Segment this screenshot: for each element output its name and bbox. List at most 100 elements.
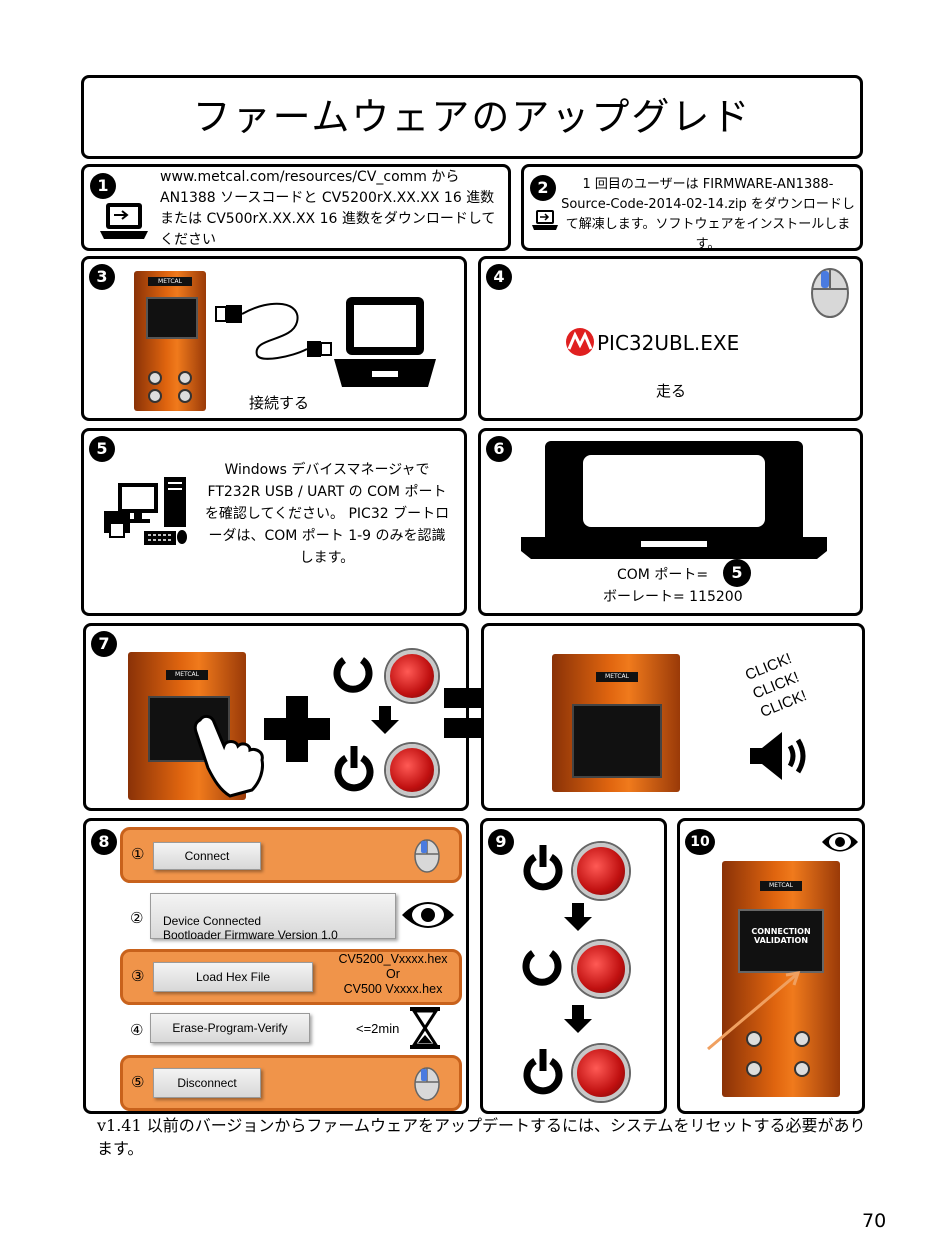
- step2-text: 1 回目のユーザーは FIRMWARE-AN1388-Source-Code-2…: [561, 177, 855, 252]
- step-number-8: 8: [91, 829, 117, 855]
- hourglass-icon: [410, 1007, 440, 1049]
- device-screen: [572, 704, 662, 778]
- led-button-icon: [573, 941, 629, 997]
- screen-line: VALIDATION: [753, 936, 809, 945]
- laptop-icon: [334, 297, 436, 387]
- com-port-label: COM ポート=: [617, 567, 709, 583]
- arrow-down-icon: [371, 706, 399, 734]
- mouse-icon: [414, 839, 440, 873]
- led-button-icon: [386, 650, 438, 702]
- laptop-download-icon: [100, 203, 148, 239]
- step-number-6: 6: [486, 436, 512, 462]
- status-text: Device Connected Bootloader Firmware Ver…: [163, 914, 338, 942]
- step10-panel: 10 METCAL CONNECTION VALIDATION: [677, 818, 865, 1114]
- hex-file-name: CV5200_Vxxxx.hex: [338, 952, 448, 966]
- power-cycle-icon: [522, 950, 562, 986]
- row-index: ⑤: [131, 1073, 145, 1091]
- load-hex-file-button[interactable]: Load Hex File: [153, 962, 313, 992]
- step5-panel: 5 Windows デバイスマネージャで FT232R USB / UART の…: [81, 428, 467, 616]
- laptop-large-icon: [521, 441, 827, 559]
- disconnect-row: ⑤ Disconnect: [120, 1055, 462, 1111]
- step1-text: www.metcal.com/resources/CV_comm から AN13…: [160, 169, 496, 248]
- plus-icon: [264, 696, 330, 762]
- row-index: ③: [131, 967, 145, 985]
- power-icon: [334, 746, 374, 792]
- device-ports: [148, 371, 162, 385]
- step-number-2: 2: [530, 175, 556, 201]
- hex-file-name: CV500 Vxxxx.hex: [343, 982, 443, 996]
- step-number-9: 9: [488, 829, 514, 855]
- step8-panel: 8 ① Connect ② Device Connected Bootloade…: [83, 818, 469, 1114]
- usb-cable-icon: [215, 302, 332, 360]
- device-brand: METCAL: [760, 881, 802, 891]
- metcal-device: METCAL: [552, 654, 680, 792]
- page-number: 70: [862, 1210, 887, 1232]
- step-number-10: 10: [685, 829, 715, 855]
- device-screen: CONNECTION VALIDATION: [738, 909, 824, 973]
- step4-caption: 走る: [655, 382, 686, 400]
- erase-time: <=2min: [356, 1021, 400, 1036]
- device-brand: METCAL: [596, 672, 638, 682]
- step5-text: Windows デバイスマネージャで FT232R USB / UART の C…: [204, 462, 450, 566]
- step7-result-panel: METCAL CLICK! CLICK! CLICK!: [481, 623, 865, 811]
- title-box: ファームウェアのアップグレド: [81, 75, 863, 159]
- device-ports: [178, 371, 192, 385]
- click-sound-text: CLICK! CLICK! CLICK!: [743, 649, 810, 723]
- step6-panel: 6 COM ポート= 5 ボーレート= 115200: [478, 428, 863, 616]
- step3-panel: 3 METCAL 接続する: [81, 256, 467, 421]
- mouse-icon: [414, 1067, 440, 1101]
- step-number-3: 3: [89, 264, 115, 290]
- step2-panel: 2 1 回目のユーザーは FIRMWARE-AN1388-Source-Code…: [521, 164, 863, 252]
- device-brand: METCAL: [148, 277, 192, 286]
- step-number-5: 5: [89, 436, 115, 462]
- step3-caption: 接続する: [248, 394, 309, 412]
- device-ports: [746, 1031, 762, 1047]
- arrow-down-icon: [564, 1005, 592, 1033]
- mouse-icon: [811, 268, 849, 318]
- page-title: ファームウェアのアップグレド: [192, 95, 752, 139]
- step7-panel: 7 METCAL: [83, 623, 469, 811]
- load-hex-row: ③ Load Hex File CV5200_Vxxxx.hex Or CV50…: [120, 949, 462, 1005]
- step-number-4: 4: [486, 264, 512, 290]
- device-ports: [148, 389, 162, 403]
- baud-rate-label: ボーレート= 115200: [603, 589, 743, 605]
- hex-file-names: CV5200_Vxxxx.hex Or CV500 Vxxxx.hex: [331, 952, 455, 997]
- led-button-icon: [573, 843, 629, 899]
- disconnect-button[interactable]: Disconnect: [153, 1068, 261, 1098]
- erase-program-verify-button[interactable]: Erase-Program-Verify: [150, 1013, 310, 1043]
- pointer-arrow-icon: [707, 971, 801, 1051]
- computer-printer-icon: [104, 477, 187, 545]
- connect-button[interactable]: Connect: [153, 842, 261, 870]
- led-button-icon: [573, 1045, 629, 1101]
- step-number-1: 1: [90, 173, 116, 199]
- device-brand: METCAL: [166, 670, 208, 680]
- com-port-ref: 5: [723, 559, 751, 587]
- microchip-logo-icon: [566, 328, 594, 356]
- speaker-icon: [750, 732, 806, 780]
- program-name: PIC32UBL.EXE: [597, 331, 740, 355]
- device-connected-status: Device Connected Bootloader Firmware Ver…: [150, 893, 396, 942]
- device-ports: [794, 1031, 810, 1047]
- row-index: ②: [130, 909, 144, 927]
- power-cycle-icon: [333, 657, 373, 693]
- device-ports: [178, 389, 192, 403]
- eye-icon: [402, 902, 454, 928]
- hand-touch-icon: [193, 714, 264, 798]
- arrow-down-icon: [564, 903, 592, 931]
- device-ports: [746, 1061, 762, 1077]
- led-button-icon: [386, 744, 438, 796]
- step9-panel: 9: [480, 818, 667, 1114]
- step-number-7: 7: [91, 631, 117, 657]
- step4-panel: 4 PIC32UBL.EXE 走る: [478, 256, 863, 421]
- power-icon: [523, 1049, 563, 1095]
- device-screen: [146, 297, 198, 339]
- laptop-install-icon: [532, 210, 558, 230]
- connect-row: ① Connect: [120, 827, 462, 883]
- metcal-device: METCAL: [134, 271, 206, 411]
- row-index: ①: [131, 845, 145, 863]
- power-icon: [523, 845, 563, 891]
- step1-panel: 1 www.metcal.com/resources/CV_comm から AN…: [81, 164, 511, 251]
- device-ports: [794, 1061, 810, 1077]
- screen-line: CONNECTION: [751, 927, 811, 936]
- eye-icon: [822, 832, 858, 852]
